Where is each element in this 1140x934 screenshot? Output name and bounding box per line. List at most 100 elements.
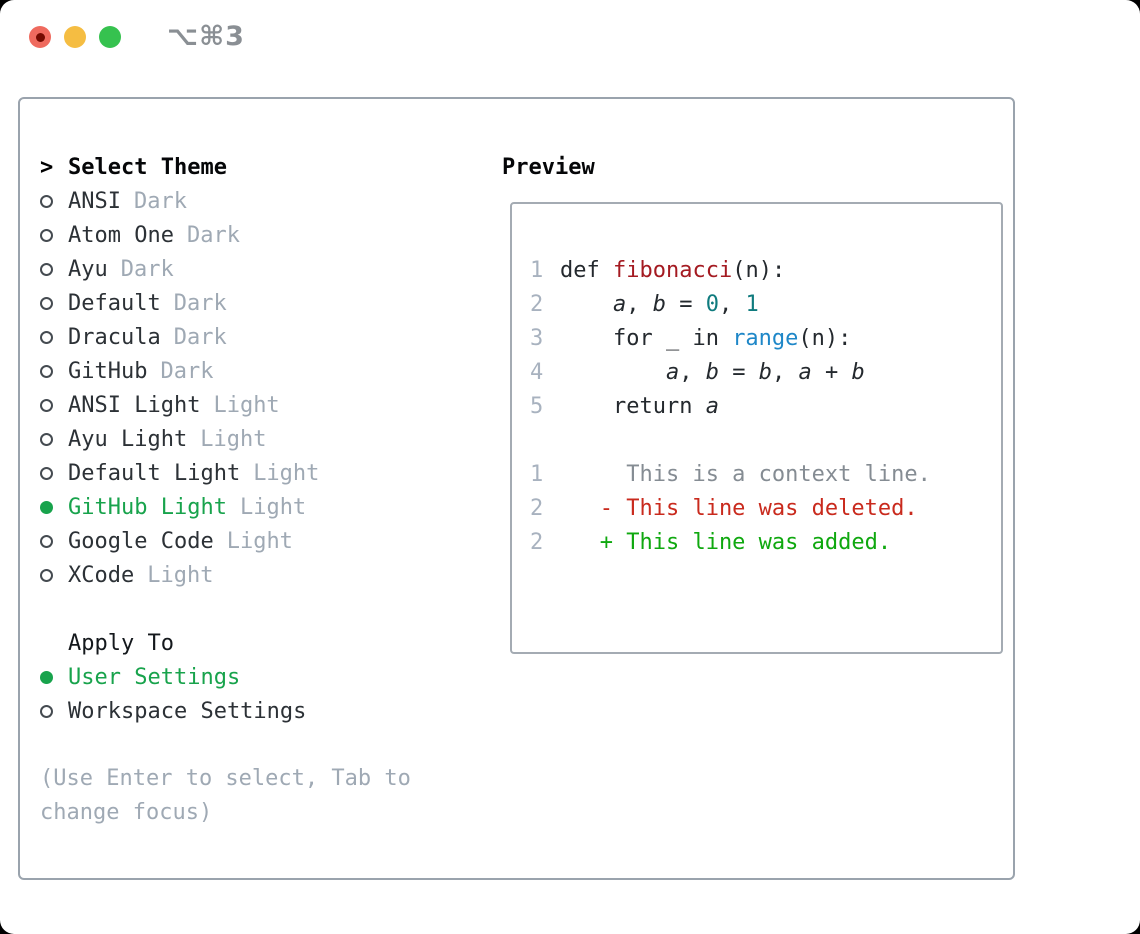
code-token: 1 xyxy=(745,291,759,317)
theme-variant-tag: Light xyxy=(147,562,214,588)
radio-circle xyxy=(40,500,53,514)
zoom-button[interactable] xyxy=(99,26,121,48)
traffic-lights xyxy=(29,26,121,48)
apply-to-option[interactable]: Workspace Settings xyxy=(40,694,500,728)
theme-variant-tag: Dark xyxy=(186,222,240,248)
code-token: def xyxy=(560,257,613,283)
code-token: (n): xyxy=(798,325,852,351)
line-number: 4 xyxy=(530,359,544,385)
radio-circle xyxy=(40,296,53,310)
theme-variant-tag: Dark xyxy=(160,358,214,384)
code-line-content: def fibonacci(n): xyxy=(560,258,785,283)
code-token: fibonacci xyxy=(612,257,733,283)
radio-circle xyxy=(40,398,53,412)
radio-icon xyxy=(40,364,68,378)
theme-variant-tag: Light xyxy=(213,392,280,418)
hint-text: (Use Enter to select, Tab to change focu… xyxy=(40,766,411,825)
radio-icon xyxy=(40,704,68,718)
theme-name: ANSI Light xyxy=(68,392,201,418)
theme-option[interactable]: Atom One Dark xyxy=(40,218,500,252)
spacer xyxy=(40,592,500,626)
radio-icon xyxy=(40,568,68,582)
apply-to-option-label: User Settings xyxy=(68,664,241,690)
theme-name: ANSI xyxy=(68,188,121,214)
theme-name: Ayu xyxy=(68,256,108,282)
radio-icon xyxy=(40,466,68,480)
radio-circle xyxy=(40,194,53,208)
diff-preview: 1 This is a context line.2 - This line w… xyxy=(530,457,1001,559)
code-token: range xyxy=(732,325,799,351)
close-button[interactable] xyxy=(29,26,51,48)
select-theme-header: > Select Theme xyxy=(40,150,500,184)
code-token: return xyxy=(560,393,706,419)
radio-circle xyxy=(40,568,53,582)
spacer xyxy=(530,423,1001,457)
code-line-content: a, b = 0, 1 xyxy=(560,292,759,317)
code-token: , xyxy=(771,359,799,385)
apply-to-header: Apply To xyxy=(40,626,500,660)
preview-title: Preview xyxy=(502,154,595,180)
code-line: 4 a, b = b, a + b xyxy=(530,355,1001,389)
code-token: b xyxy=(758,359,772,385)
theme-option[interactable]: ANSI Light Light xyxy=(40,388,500,422)
apply-to-option[interactable]: User Settings xyxy=(40,660,500,694)
code-token: (n): xyxy=(732,257,786,283)
apply-to-title: Apply To xyxy=(68,630,174,656)
radio-icon xyxy=(40,194,68,208)
select-theme-title: Select Theme xyxy=(68,154,227,180)
prompt-cursor-icon: > xyxy=(40,154,54,180)
theme-option[interactable]: Ayu Dark xyxy=(40,252,500,286)
code-token: b xyxy=(652,291,666,317)
theme-option[interactable]: Default Dark xyxy=(40,286,500,320)
code-token: a xyxy=(798,359,812,385)
radio-icon xyxy=(40,228,68,242)
theme-name: GitHub Light xyxy=(68,494,227,520)
code-line-content: for _ in range(n): xyxy=(560,326,851,351)
diff-line: 2 - This line was deleted. xyxy=(530,491,1001,525)
code-token: a xyxy=(705,393,719,419)
line-number: 2 xyxy=(530,529,544,555)
code-token: a xyxy=(612,291,627,317)
code-token: 0 xyxy=(705,291,719,317)
theme-option[interactable]: Dracula Dark xyxy=(40,320,500,354)
code-token: = xyxy=(718,359,759,385)
theme-name: Ayu Light xyxy=(68,426,188,452)
code-line-content: a, b = b, a + b xyxy=(560,360,865,385)
line-number: 3 xyxy=(530,325,544,351)
theme-variant-tag: Dark xyxy=(120,256,174,282)
code-line-content: return a xyxy=(560,394,719,419)
theme-name: Default Light xyxy=(68,460,241,486)
radio-icon xyxy=(40,296,68,310)
theme-name: Atom One xyxy=(68,222,174,248)
minimize-button[interactable] xyxy=(64,26,86,48)
theme-name: Default xyxy=(68,290,161,316)
diff-line: 2 + This line was added. xyxy=(530,525,1001,559)
radio-circle xyxy=(40,364,53,378)
spacer xyxy=(40,728,500,762)
radio-icon xyxy=(40,432,68,446)
radio-circle xyxy=(40,228,53,242)
theme-variant-tag: Dark xyxy=(173,290,227,316)
theme-variant-tag: Dark xyxy=(173,324,227,350)
code-line: 2 a, b = 0, 1 xyxy=(530,287,1001,321)
radio-icon xyxy=(40,534,68,548)
apply-to-option-label: Workspace Settings xyxy=(68,698,307,724)
radio-selected-icon xyxy=(40,500,68,514)
theme-name: Dracula xyxy=(68,324,161,350)
radio-circle xyxy=(40,670,53,684)
code-token: a xyxy=(665,359,680,385)
code-token: , xyxy=(718,291,746,317)
diff-line-content: This is a context line. xyxy=(560,461,931,487)
